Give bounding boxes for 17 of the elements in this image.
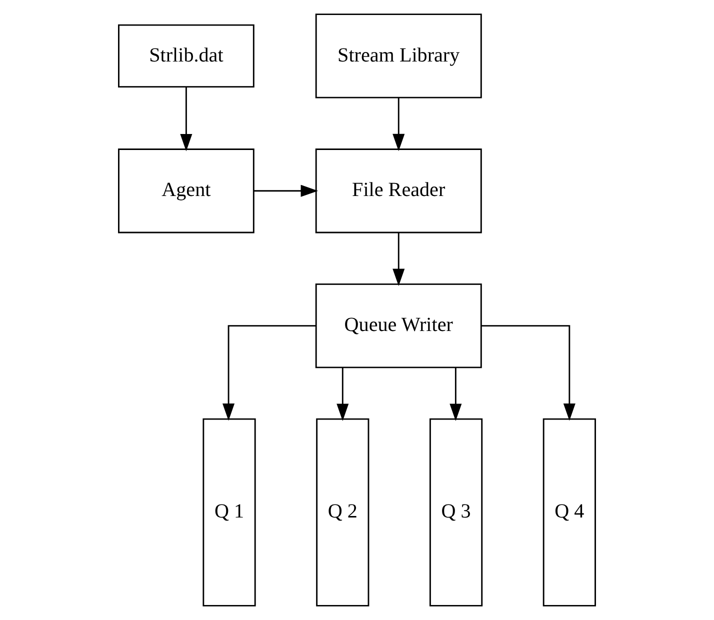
arrow <box>254 184 318 197</box>
node-box: Q 1 <box>202 418 256 606</box>
arrow <box>392 232 405 286</box>
arrow <box>180 87 192 152</box>
node-box: File Reader <box>315 148 482 234</box>
node-box: Q 4 <box>542 418 596 606</box>
arrow <box>392 98 405 152</box>
node-box: Q 3 <box>429 418 483 606</box>
arrow <box>336 368 349 421</box>
node-box: Q 2 <box>316 418 370 606</box>
node-box: Stream Library <box>315 14 482 98</box>
arrow <box>222 325 316 421</box>
node-box: Strlib.dat <box>118 24 254 88</box>
arrow <box>450 368 462 421</box>
arrow <box>482 325 576 421</box>
node-box: Queue Writer <box>315 283 482 368</box>
node-box: Agent <box>118 148 254 234</box>
